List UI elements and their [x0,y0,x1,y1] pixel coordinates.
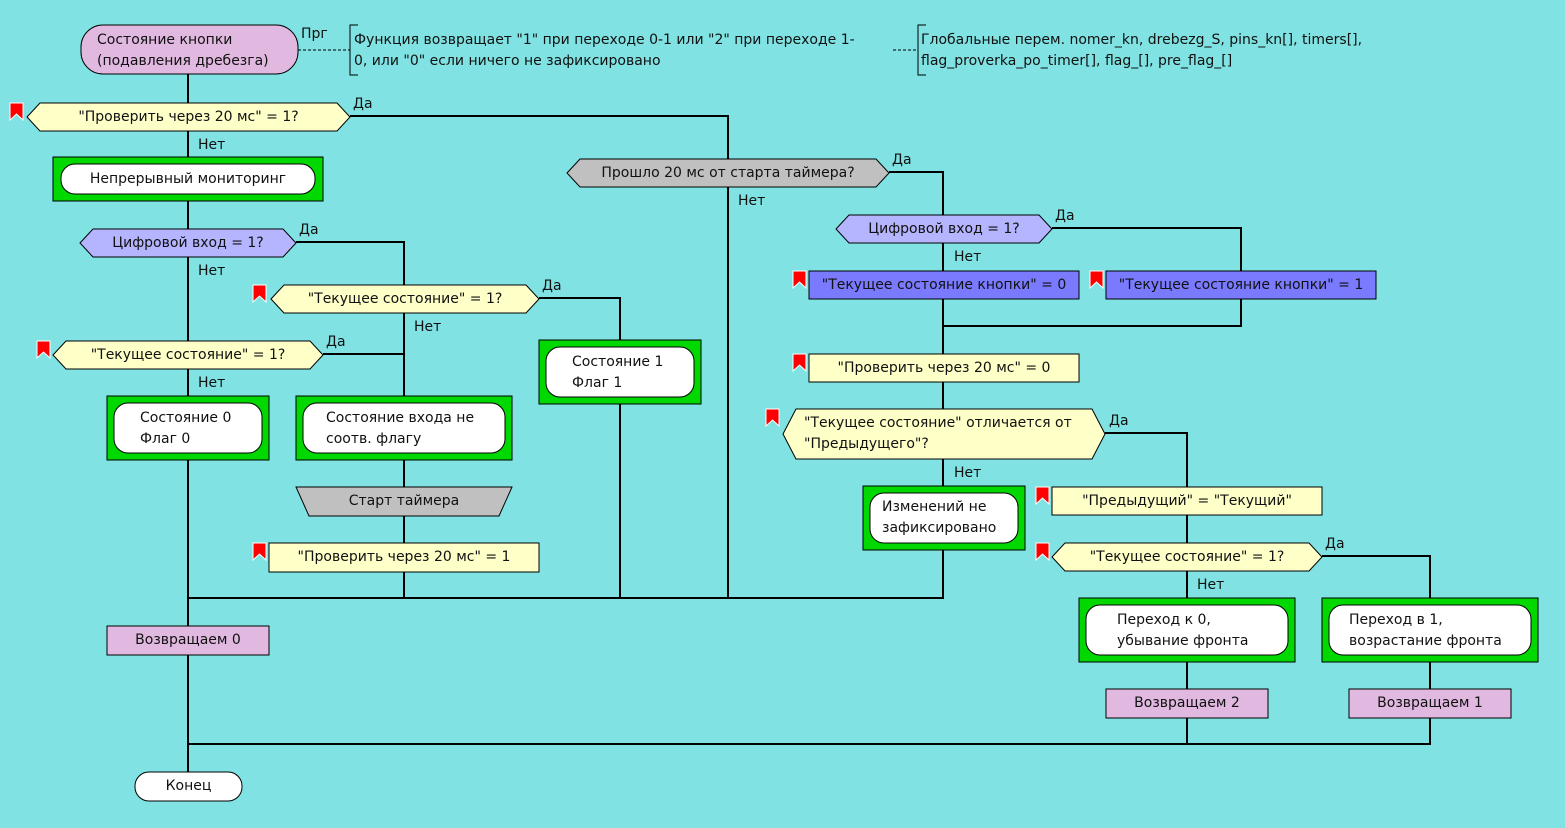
return1-shape [1348,688,1512,719]
set-cur-0-shape [808,270,1080,300]
no-label: Нет [1197,577,1225,593]
end-terminal[interactable]: Конец [165,778,212,794]
cur-state-c-decision-shape [1051,542,1323,572]
end-terminal-shape [134,771,243,802]
yes-label: Да [1055,208,1075,224]
check20-decision[interactable]: "Проверить через 20 мс" = 1? [78,108,299,125]
differs-decision-shape [782,408,1106,460]
yes-label: Да [1109,413,1129,429]
set-check20-1-shape [268,542,540,573]
bookmark-icon[interactable] [36,340,51,360]
set-cur-1-shape [1105,270,1377,300]
rising-inner [1328,604,1532,656]
bookmark-icon[interactable] [252,284,267,304]
no-label: Нет [954,465,982,481]
falling-edge-block[interactable]: Переход к 0,убывание фронта [1117,612,1249,649]
set-check20-1-block[interactable]: "Проверить через 20 мс" = 1 [297,549,511,565]
timer-elapsed-decision-shape [566,158,890,188]
cur-state-c-decision[interactable]: "Текущее состояние" = 1? [1089,548,1285,565]
yes-line-cur-state-c [188,555,1431,745]
bookmark-icon[interactable] [1035,542,1050,562]
yes-line-differs [1105,432,1188,744]
bookmark-icon[interactable] [792,270,807,290]
state1-inner [545,346,695,398]
set-cur-0-block[interactable]: "Текущее состояние кнопки" = 0 [821,276,1067,293]
check20-decision-shape [26,102,351,132]
program-tag: Прг [301,26,328,42]
start-title: Состояние кнопки(подавления дребезга) [97,32,269,69]
no-label: Нет [738,193,766,209]
mismatch-inner [302,402,506,454]
bookmark-icon[interactable] [252,542,267,562]
cur-state-b-decision-shape [52,340,324,370]
return1-block[interactable]: Возвращаем 1 [1377,695,1483,711]
yes-line-cur-state-a [539,297,621,598]
return0-block[interactable]: Возвращаем 0 [135,632,241,648]
yes-label: Да [299,222,319,238]
set-prev-shape [1051,486,1323,516]
rising-edge-block[interactable]: Переход в 1,возрастание фронта [1349,612,1502,649]
cur-state-a-decision-shape [270,284,540,314]
yes-label: Да [326,334,346,350]
bookmark-icon[interactable] [1089,270,1104,290]
no-label: Нет [198,375,226,391]
no-label: Нет [954,249,982,265]
bookmark-icon[interactable] [765,408,780,428]
timer-elapsed-decision[interactable]: Прошло 20 мс от старта таймера? [601,164,855,181]
start-terminal-shape [80,24,299,75]
no-label: Нет [198,137,226,153]
no-label: Нет [198,263,226,279]
yes-label: Да [1325,536,1345,552]
start-timer-block[interactable]: Старт таймера [348,493,460,509]
bookmark-icon[interactable] [9,102,24,122]
differs-decision[interactable]: "Текущее состояние" отличается от"Предыд… [804,415,1072,452]
bookmark-icon[interactable] [792,353,807,373]
state0-inner [113,402,263,454]
return0-shape [106,625,270,656]
no-change-inner [869,492,1019,544]
falling-inner [1085,604,1289,656]
yes-label: Да [892,152,912,168]
set-check20-0-shape [808,353,1080,383]
merge-line-left [188,550,944,599]
set-check20-0-block[interactable]: "Проверить через 20 мс" = 0 [837,359,1051,376]
set-prev-block[interactable]: "Предыдущий" = "Текущий" [1082,492,1292,509]
no-label: Нет [414,319,442,335]
start-timer-shape [295,486,513,517]
return2-block[interactable]: Возвращаем 2 [1134,695,1240,711]
yes-label: Да [542,278,562,294]
return2-shape [1105,688,1269,719]
yes-line-check20 [350,115,729,598]
digital-in-2-decision[interactable]: Цифровой вход = 1? [868,220,1020,237]
monitoring-block[interactable]: Непрерывный мониторинг [89,170,287,187]
comment-brackets [349,24,926,76]
bookmark-icon[interactable] [1035,486,1050,506]
monitoring-block-inner [60,163,316,195]
yes-label: Да [353,96,373,112]
cur-state-a-decision[interactable]: "Текущее состояние" = 1? [307,290,503,307]
globals-comment: Глобальные перем. nomer_kn, drebezg_S, p… [921,32,1363,69]
cur-state-b-decision[interactable]: "Текущее состояние" = 1? [90,346,286,363]
function-comment: Функция возвращает "1" при переходе 0-1 … [354,32,855,69]
set-cur-1-block[interactable]: "Текущее состояние кнопки" = 1 [1118,276,1364,293]
digital-in-2-decision-shape [835,214,1053,244]
digital-in-decision[interactable]: Цифровой вход = 1? [112,234,264,251]
digital-in-decision-shape [79,228,297,258]
